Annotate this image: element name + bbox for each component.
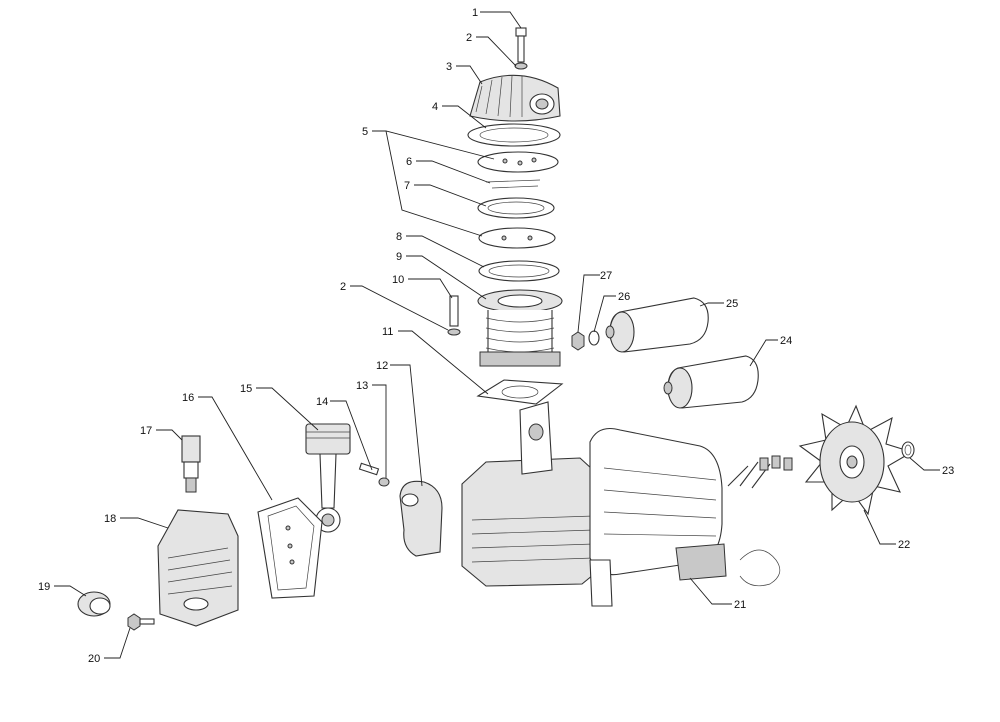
part-23-retaining-ring bbox=[901, 441, 915, 459]
part-5-valve-plate-upper bbox=[477, 151, 559, 173]
part-14-screw bbox=[358, 462, 380, 476]
label-part-3: 3 bbox=[446, 61, 452, 73]
label-part-13: 13 bbox=[356, 380, 368, 392]
label-part-26: 26 bbox=[618, 291, 630, 303]
label-part-9: 9 bbox=[396, 251, 402, 263]
label-part-23: 23 bbox=[942, 465, 954, 477]
part-18-end-cover bbox=[157, 509, 239, 627]
part-19-oil-plug bbox=[77, 591, 111, 617]
label-part-16: 16 bbox=[182, 392, 194, 404]
label-part-15: 15 bbox=[240, 383, 252, 395]
label-part-20: 20 bbox=[88, 653, 100, 665]
label-part-1: 1 bbox=[472, 7, 478, 19]
label-part-25: 25 bbox=[726, 298, 738, 310]
part-21-motor-crankcase bbox=[461, 401, 793, 607]
part-20-drain-screw bbox=[127, 613, 155, 631]
part-1-bolt bbox=[515, 27, 527, 63]
part-12-cover bbox=[399, 480, 443, 557]
part-10-stud bbox=[449, 295, 459, 327]
part-25-capacitor bbox=[605, 297, 709, 353]
part-26-washer bbox=[588, 330, 600, 346]
label-part-24: 24 bbox=[780, 335, 792, 347]
label-part-4: 4 bbox=[432, 101, 438, 113]
label-part-19: 19 bbox=[38, 581, 50, 593]
part-5-valve-plate-lower bbox=[478, 227, 556, 249]
part-4-gasket bbox=[467, 123, 561, 147]
part-22-fan bbox=[798, 404, 914, 516]
label-part-11: 11 bbox=[382, 326, 393, 338]
part-13-nut bbox=[378, 477, 390, 487]
label-part-22: 22 bbox=[898, 539, 910, 551]
label-part-18: 18 bbox=[104, 513, 116, 525]
label-part-21: 21 bbox=[734, 599, 746, 611]
part-8-gasket bbox=[478, 260, 560, 282]
part-6-reed-valves bbox=[485, 179, 541, 189]
part-17-breather bbox=[181, 435, 201, 493]
label-part-27: 27 bbox=[600, 270, 612, 282]
part-16-cover-gasket bbox=[257, 497, 323, 599]
part-11-base-gasket bbox=[476, 379, 564, 405]
part-3-cylinder-head bbox=[469, 74, 561, 122]
label-part-2-top: 2 bbox=[466, 32, 472, 44]
label-part-8: 8 bbox=[396, 231, 402, 243]
label-part-5: 5 bbox=[362, 126, 368, 138]
part-24-capacitor bbox=[663, 355, 759, 409]
part-2-washer-top bbox=[514, 62, 528, 70]
label-part-14: 14 bbox=[316, 396, 328, 408]
label-part-6: 6 bbox=[406, 156, 412, 168]
part-27-nut bbox=[571, 331, 585, 351]
part-labels: 1 2 3 4 5 6 7 8 9 2 10 11 12 13 14 15 16… bbox=[38, 7, 954, 665]
part-7-gasket bbox=[477, 197, 555, 219]
label-part-10: 10 bbox=[392, 274, 404, 286]
part-2-washer-lower bbox=[447, 328, 461, 336]
label-part-2-lower: 2 bbox=[340, 281, 346, 293]
label-part-17: 17 bbox=[140, 425, 152, 437]
label-part-12: 12 bbox=[376, 360, 388, 372]
part-9-cylinder bbox=[477, 289, 563, 367]
leader-lines bbox=[54, 11, 940, 659]
label-part-7: 7 bbox=[404, 180, 410, 192]
